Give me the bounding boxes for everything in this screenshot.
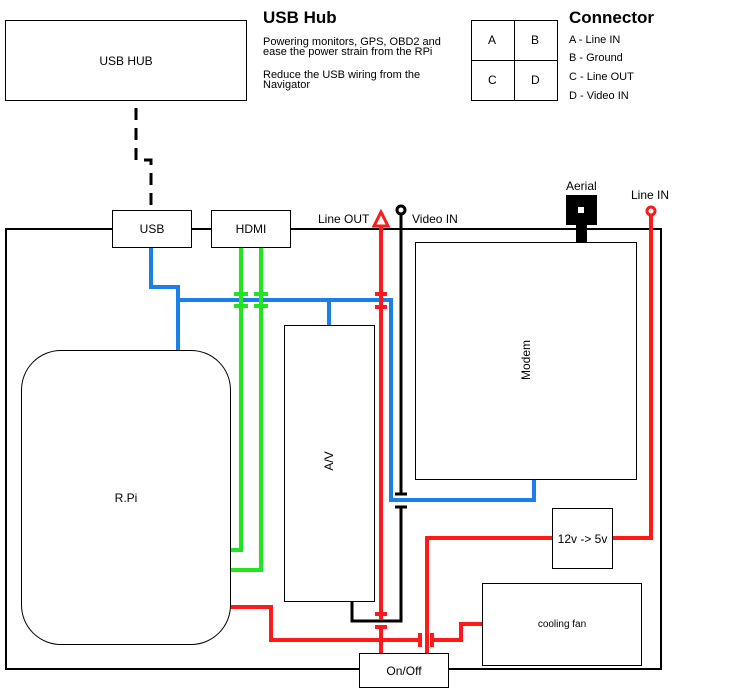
on-off-label: On/Off: [386, 663, 422, 678]
usb-wires: [149, 247, 536, 502]
connector-cell-d: D: [531, 73, 540, 87]
usb-hub-box: USB HUB: [5, 20, 247, 101]
power-wires: [231, 211, 653, 653]
hdmi-port: HDMI: [211, 210, 291, 248]
connector-grid: [471, 20, 558, 101]
rpi-label: R.Pi: [114, 490, 138, 505]
video-in-terminal: [395, 204, 407, 216]
connector-cell-a: A: [488, 33, 497, 47]
line-in-terminal: [645, 205, 657, 217]
connector-cell-b: B: [531, 33, 540, 47]
line-out-arrow: [371, 208, 391, 228]
cooling-fan-label: cooling fan: [537, 619, 587, 630]
modem-box: [415, 242, 637, 480]
video-wires: [350, 210, 407, 623]
on-off-switch[interactable]: On/Off: [359, 653, 449, 688]
aerial-label: Aerial: [566, 179, 597, 193]
line-in-label: Line IN: [631, 188, 670, 202]
modem-label: Modem: [519, 339, 533, 380]
usb-hub-label: USB HUB: [99, 53, 153, 68]
usb-port-label: USB: [139, 222, 165, 236]
legend-a: A - Line IN: [569, 34, 621, 46]
usb-port: USB: [112, 210, 192, 248]
usb-hub-note-1: Powering monitors, GPS, OBD2 and ease th…: [263, 36, 441, 58]
aerial-icon: [566, 195, 597, 243]
usb-hub-note-2: Reduce the USB wiring from the Navigator: [263, 69, 421, 91]
legend-b: B - Ground: [569, 52, 623, 64]
connector-title: Connector: [569, 8, 654, 27]
converter-box: 12v -> 5v: [552, 508, 613, 569]
converter-label: 12v -> 5v: [557, 531, 608, 546]
connector-cell-c: C: [488, 73, 497, 87]
line-out-label: Line OUT: [318, 212, 370, 226]
legend-d: D - Video IN: [569, 90, 629, 102]
cooling-fan-box: cooling fan: [482, 583, 642, 666]
hdmi-port-label: HDMI: [235, 222, 267, 236]
av-label: A/V: [322, 451, 336, 471]
rpi-box: R.Pi: [21, 350, 231, 645]
av-box: [284, 325, 375, 602]
hdmi-wires: [231, 247, 268, 572]
hub-cable: [134, 108, 153, 210]
usb-hub-title: USB Hub: [263, 8, 337, 27]
enclosure: [5, 228, 662, 670]
legend-c: C - Line OUT: [569, 71, 634, 83]
video-in-label: Video IN: [412, 212, 458, 226]
